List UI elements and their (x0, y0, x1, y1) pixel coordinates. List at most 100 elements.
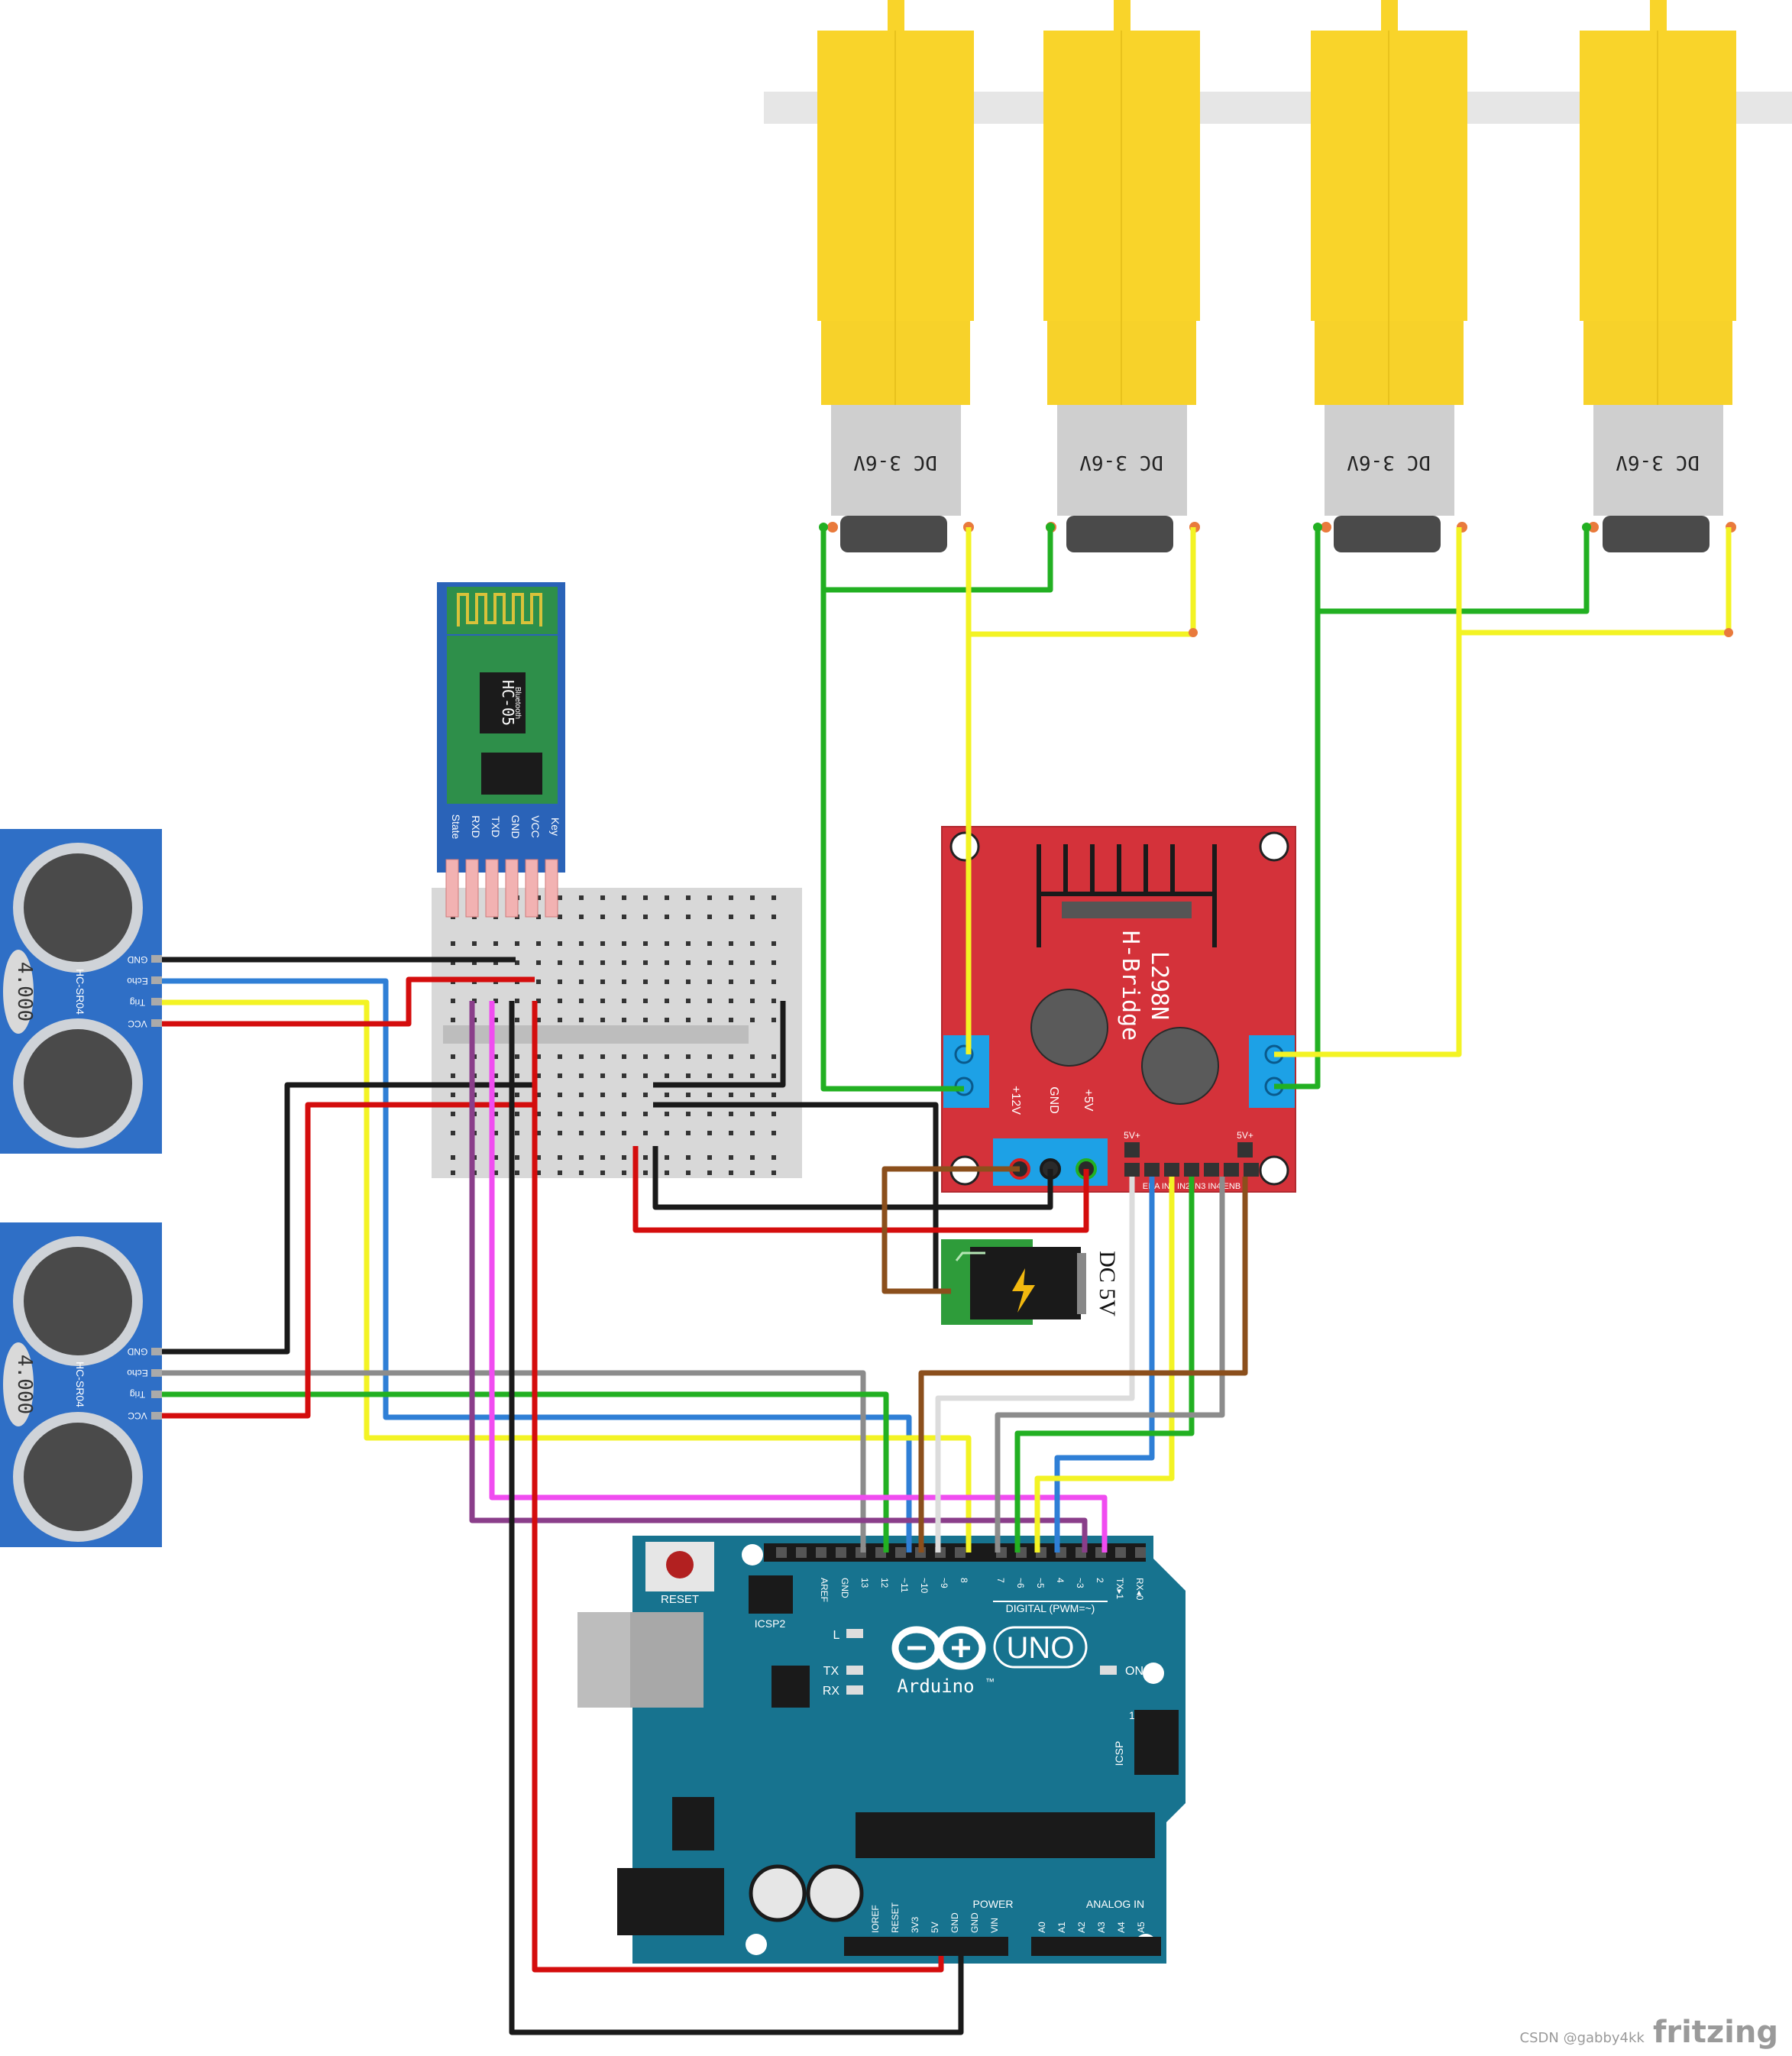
breadboard-hole (558, 999, 562, 1003)
breadboard-hole (729, 1112, 733, 1116)
wire-purple-bt-rxd (469, 1001, 1088, 1553)
us1-pin-gnd: GND (127, 954, 147, 965)
hbridge-title-2: H-Bridge (1117, 931, 1143, 1041)
breadboard-hole (493, 1170, 498, 1175)
breadboard-hole (750, 895, 755, 900)
wire-black-bt-gnd (509, 1001, 964, 2035)
breadboard-hole (451, 1155, 455, 1160)
wire-brown-enb (918, 1177, 1248, 1553)
dc-jack-label: DC 5V (1095, 1251, 1120, 1316)
breadboard-hole (686, 1131, 691, 1135)
breadboard-hole (558, 960, 562, 965)
breadboard-hole (472, 960, 477, 965)
breadboard-hole (686, 960, 691, 965)
breadboard-hole (515, 1112, 519, 1116)
motor-2-label: DC 3-6V (1079, 451, 1163, 474)
breadboard-hole (665, 1155, 669, 1160)
breadboard-hole (771, 1054, 776, 1059)
breadboard-hole (643, 1131, 648, 1135)
icsp-one: 1 (1129, 1709, 1135, 1721)
breadboard-hole (493, 999, 498, 1003)
power-label: POWER (973, 1898, 1014, 1910)
breadboard-hole (515, 1018, 519, 1022)
breadboard-hole (536, 915, 541, 919)
motor-1: DC 3-6V (817, 0, 974, 552)
breadboard-hole (536, 1093, 541, 1097)
breadboard-hole (771, 941, 776, 946)
breadboard-hole (707, 1093, 712, 1097)
breadboard-hole (707, 1131, 712, 1135)
breadboard-hole (451, 999, 455, 1003)
breadboard (432, 888, 802, 1178)
breadboard-hole (665, 1093, 669, 1097)
breadboard-hole (622, 1093, 626, 1097)
pin-4: 4 (1055, 1578, 1066, 1583)
breadboard-hole (536, 1131, 541, 1135)
breadboard-hole (579, 1155, 584, 1160)
breadboard-hole (579, 1170, 584, 1175)
breadboard-hole (771, 1093, 776, 1097)
bt-pin-txd: TXD (490, 816, 502, 837)
motor-3: DC 3-6V (1311, 0, 1467, 552)
breadboard-hole (707, 1112, 712, 1116)
wire-joints (819, 523, 1591, 532)
digital-label: DIGITAL (PWM=~) (1006, 1602, 1095, 1614)
wire-pink-bt-txd (489, 1001, 1108, 1553)
breadboard-hole (600, 895, 605, 900)
reset-label: RESET (661, 1593, 699, 1606)
wire-green-in3 (1014, 1177, 1195, 1553)
breadboard-hole (686, 915, 691, 919)
breadboard-hole (686, 941, 691, 946)
breadboard-hole (600, 999, 605, 1003)
breadboard-hole (665, 1131, 669, 1135)
breadboard-hole (558, 1018, 562, 1022)
analog-label: ANALOG IN (1086, 1898, 1144, 1910)
breadboard-hole (771, 895, 776, 900)
breadboard-hole (558, 895, 562, 900)
breadboard-hole (750, 1170, 755, 1175)
breadboard-hole (600, 960, 605, 965)
breadboard-hole (643, 979, 648, 984)
breadboard-hole (493, 1155, 498, 1160)
wire-gray-us2-echo (162, 1370, 866, 1553)
breadboard-hole (579, 1018, 584, 1022)
breadboard-hole (665, 979, 669, 984)
wire-green-motors-right (1274, 527, 1321, 1090)
breadboard-hole (600, 979, 605, 984)
breadboard-hole (451, 1131, 455, 1135)
pin-a5: A5 (1136, 1922, 1147, 1933)
wire-blue-in1 (1054, 1177, 1155, 1553)
breadboard-hole (600, 941, 605, 946)
breadboard-hole (558, 915, 562, 919)
breadboard-hole (707, 1170, 712, 1175)
breadboard-hole (643, 960, 648, 965)
us1-pin-trig: Trig (130, 997, 145, 1008)
breadboard-hole (771, 1155, 776, 1160)
breadboard-hole (558, 1093, 562, 1097)
pin-a3: A3 (1096, 1922, 1107, 1933)
breadboard-hole (622, 1073, 626, 1078)
pin-7: 7 (995, 1578, 1006, 1583)
breadboard-hole (600, 1054, 605, 1059)
breadboard-hole (665, 960, 669, 965)
breadboard-hole (579, 999, 584, 1003)
us2-pin-vcc: VCC (128, 1410, 147, 1421)
hbridge-title-1: L298N (1146, 951, 1173, 1020)
breadboard-hole (536, 1073, 541, 1078)
breadboard-hole (643, 1112, 648, 1116)
breadboard-hole (707, 915, 712, 919)
pin-11: ~11 (899, 1578, 910, 1593)
pin-10: ~10 (919, 1578, 930, 1594)
breadboard-hole (750, 1054, 755, 1059)
us1-pin-echo: Echo (127, 976, 148, 986)
breadboard-hole (536, 1054, 541, 1059)
pin-gnd-top: GND (839, 1578, 850, 1598)
bt-pin-state: State (450, 814, 462, 840)
breadboard-hole (622, 915, 626, 919)
bt-pin-gnd: GND (509, 814, 522, 838)
breadboard-hole (643, 1018, 648, 1022)
wire-blue-us1-echo (162, 978, 912, 1553)
breadboard-hole (558, 1131, 562, 1135)
breadboard-hole (451, 1054, 455, 1059)
